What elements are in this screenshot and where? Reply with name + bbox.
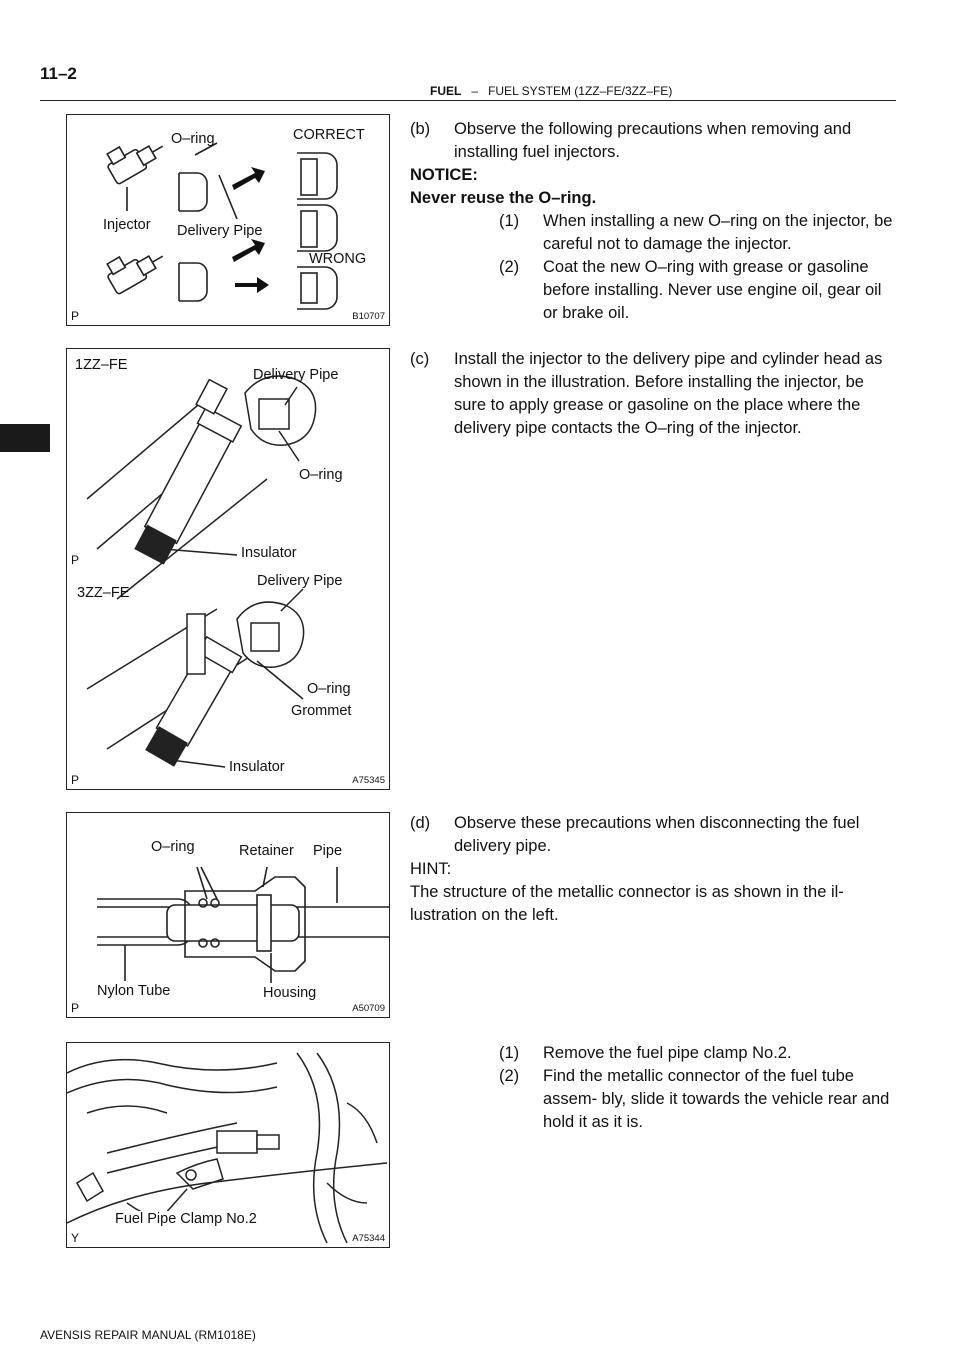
- page-number: 11–2: [40, 64, 77, 83]
- step-d-marker: (d): [410, 814, 431, 832]
- figure-metallic-connector: O–ring Retainer Pipe Nylon Tube Housing …: [66, 812, 390, 1018]
- step-d-substeps: (1) Remove the fuel pipe clamp No.2. (2) F…: [410, 1042, 896, 1134]
- label-1zz-fe: 1ZZ–FE: [75, 357, 128, 373]
- page-header: FUEL – FUEL SYSTEM (1ZZ–FE/3ZZ–FE): [430, 84, 672, 98]
- figure-mark-1zz: P: [71, 553, 80, 567]
- step-b1: (1) When installing a new O–ring on the i…: [410, 210, 896, 256]
- figure-code: A75344: [352, 1233, 385, 1244]
- step-d2: (2) Find the metallic connector of the fu…: [410, 1065, 896, 1134]
- step-b-body: Observe the following precautions when r…: [454, 120, 852, 161]
- label-delivery-pipe-1zz: Delivery Pipe: [253, 367, 339, 383]
- figure-code: A75345: [352, 775, 385, 786]
- label-insulator-3zz: Insulator: [229, 759, 285, 775]
- label-grommet: Grommet: [291, 703, 352, 719]
- step-d2-marker: (2): [499, 1067, 520, 1085]
- label-oring: O–ring: [171, 131, 215, 147]
- label-fuel-pipe-clamp: Fuel Pipe Clamp No.2: [113, 1211, 259, 1227]
- step-d-body: Observe these precautions when disconnec…: [454, 814, 860, 855]
- label-oring: O–ring: [151, 839, 195, 855]
- label-pipe: Pipe: [313, 843, 343, 859]
- step-b1-body: When installing a new O–ring on the inje…: [543, 212, 893, 253]
- label-delivery-pipe-3zz: Delivery Pipe: [257, 573, 343, 589]
- section-subtitle: FUEL SYSTEM (1ZZ–FE/3ZZ–FE): [488, 84, 673, 98]
- notice-body: Never reuse the O–ring.: [410, 189, 597, 207]
- figure-fuel-pipe-clamp: Fuel Pipe Clamp No.2 Y A75344: [66, 1042, 390, 1248]
- step-b2-body: Coat the new O–ring with grease or gasol…: [543, 258, 882, 322]
- step-d2-body: Find the metallic connector of the fuel …: [543, 1067, 890, 1131]
- step-b-block: (b) Observe the following precautions whe…: [410, 118, 896, 325]
- metallic-connector-illustration: [97, 866, 389, 983]
- fuel-pipe-clamp-photo: [67, 1052, 388, 1244]
- header-rule: [40, 100, 896, 101]
- injector-installation-illustration: [86, 375, 317, 768]
- step-b2: (2) Coat the new O–ring with grease or ga…: [410, 256, 896, 325]
- notice-label: NOTICE:: [410, 166, 478, 184]
- step-c: (c) Install the injector to the delivery …: [410, 348, 896, 440]
- step-b2-marker: (2): [499, 258, 520, 276]
- step-d1-marker: (1): [499, 1044, 520, 1062]
- step-b1-marker: (1): [499, 212, 520, 230]
- step-d-block: (d) Observe these precautions when discon…: [410, 812, 896, 927]
- figure-code: A50709: [352, 1003, 385, 1014]
- step-b-marker: (b): [410, 120, 431, 138]
- injector-orientation-illustration: [106, 142, 338, 310]
- label-retainer: Retainer: [239, 843, 294, 859]
- step-d1-body: Remove the fuel pipe clamp No.2.: [543, 1044, 792, 1062]
- figure-injector-installation: 1ZZ–FE Delivery Pipe O–ring Insulator P …: [66, 348, 390, 790]
- page-footer: AVENSIS REPAIR MANUAL (RM1018E): [40, 1328, 256, 1342]
- label-nylon-tube: Nylon Tube: [97, 983, 171, 999]
- figure-code: B10707: [352, 311, 385, 322]
- step-d1: (1) Remove the fuel pipe clamp No.2.: [410, 1042, 896, 1065]
- label-correct: CORRECT: [293, 127, 365, 143]
- step-c-body: Install the injector to the delivery pip…: [454, 350, 883, 437]
- hint-label: HINT:: [410, 860, 452, 878]
- figure-mark: P: [71, 309, 80, 323]
- step-c-block: (c) Install the injector to the delivery …: [410, 348, 896, 440]
- section-tab-marker: [0, 424, 50, 452]
- label-insulator-1zz: Insulator: [241, 545, 297, 561]
- hint-body: The structure of the metallic connector …: [410, 883, 844, 924]
- step-c-marker: (c): [410, 350, 430, 368]
- label-3zz-fe: 3ZZ–FE: [77, 585, 130, 601]
- label-oring-3zz: O–ring: [307, 681, 351, 697]
- step-d: (d) Observe these precautions when discon…: [410, 812, 896, 858]
- header-separator: –: [471, 84, 479, 98]
- figure-mark-3zz: P: [71, 773, 80, 787]
- figure-mark: Y: [71, 1231, 80, 1245]
- figure-mark: P: [71, 1001, 80, 1015]
- section-name: FUEL: [430, 84, 462, 98]
- label-delivery-pipe: Delivery Pipe: [177, 223, 263, 239]
- label-oring-1zz: O–ring: [299, 467, 343, 483]
- label-housing: Housing: [263, 985, 317, 1001]
- label-wrong: WRONG: [309, 251, 367, 267]
- figure-injector-orientation: O–ring CORRECT Injector Delivery Pipe WR…: [66, 114, 390, 326]
- label-injector: Injector: [103, 217, 151, 233]
- step-b: (b) Observe the following precautions whe…: [410, 118, 896, 164]
